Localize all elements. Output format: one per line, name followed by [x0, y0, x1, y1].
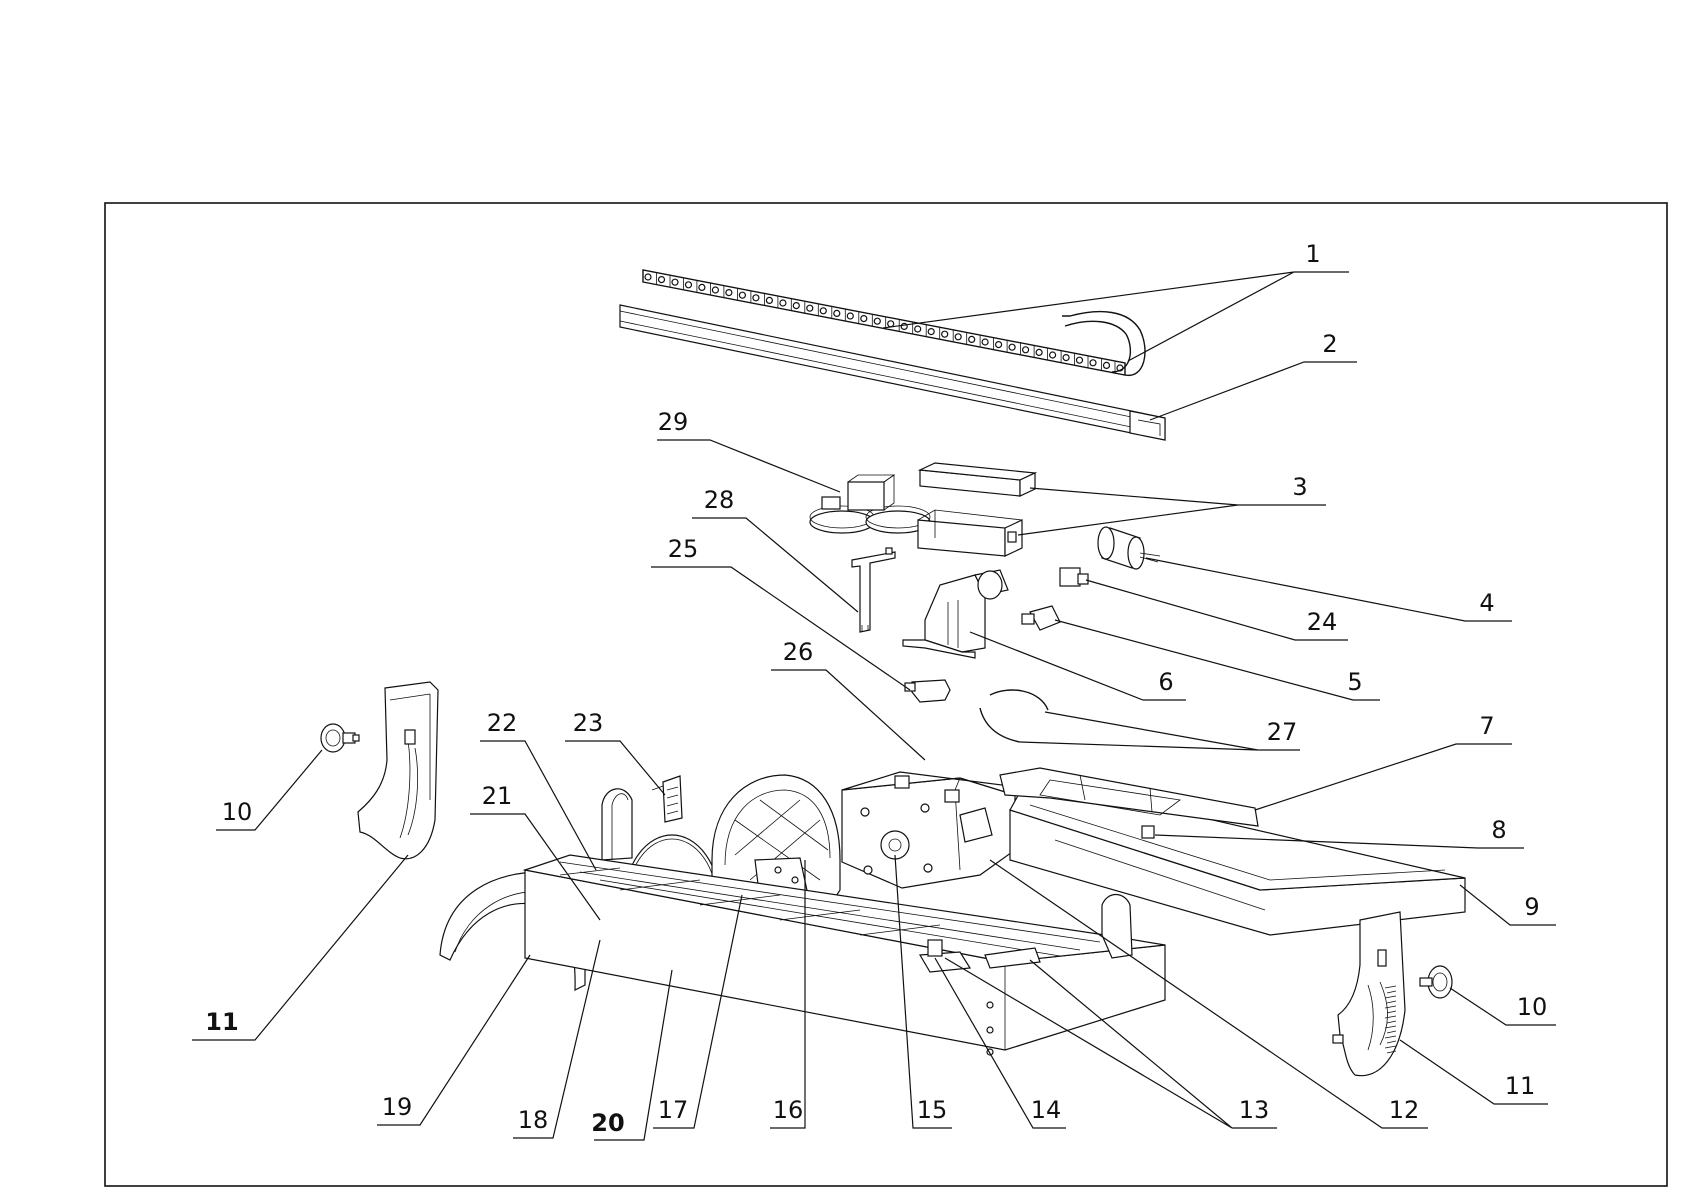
callout-6: 6: [1158, 668, 1173, 696]
part-motor-housing: [842, 772, 1015, 888]
callout-28: 28: [704, 486, 735, 514]
callout-2: 2: [1322, 330, 1337, 358]
callout-7: 7: [1479, 712, 1494, 740]
part-rocker-switch: [1022, 606, 1060, 630]
callout-10-right: 10: [1517, 993, 1548, 1021]
callout-16: 16: [773, 1096, 804, 1124]
callout-22: 22: [487, 709, 518, 737]
callout-10-left: 10: [222, 798, 253, 826]
callout-26: 26: [783, 638, 814, 666]
callout-17: 17: [658, 1096, 689, 1124]
callout-19: 19: [382, 1093, 413, 1121]
part-table-tray: [1000, 768, 1465, 935]
callout-18: 18: [518, 1106, 549, 1134]
part-tilt-bracket-left: [358, 682, 438, 859]
part-coil: [810, 475, 930, 533]
part-cable-chain: [643, 270, 1145, 375]
callout-1: 1: [1305, 240, 1320, 268]
callout-11-right: 11: [1505, 1072, 1536, 1100]
callout-15: 15: [917, 1096, 948, 1124]
callout-27: 27: [1267, 718, 1298, 746]
part-small-guard: [602, 789, 632, 860]
part-motor-bracket: [903, 570, 1008, 658]
part-knob-left: [321, 724, 359, 752]
callout-14: 14: [1031, 1096, 1062, 1124]
callout-20: 20: [591, 1109, 624, 1137]
callout-5: 5: [1347, 668, 1362, 696]
part-capacitor: [1098, 527, 1160, 569]
part-tilt-bracket-right: [1333, 912, 1405, 1076]
callout-11-left: 11: [205, 1008, 238, 1036]
callout-23: 23: [573, 709, 604, 737]
part-cable: [980, 690, 1048, 742]
callout-3: 3: [1292, 473, 1307, 501]
callout-4: 4: [1479, 589, 1494, 617]
part-knob-right: [1420, 966, 1452, 998]
callout-13: 13: [1239, 1096, 1270, 1124]
callout-29: 29: [658, 408, 689, 436]
part-latch: [652, 776, 682, 822]
drawing-frame: [105, 203, 1667, 1186]
callout-21: 21: [482, 782, 513, 810]
callout-25: 25: [668, 535, 699, 563]
callout-8: 8: [1491, 816, 1506, 844]
part-box-lid: [918, 463, 1035, 556]
callout-9: 9: [1524, 893, 1539, 921]
part-base-frame: [525, 855, 1165, 1055]
callout-24: 24: [1307, 608, 1338, 636]
part-small-switch: [1060, 568, 1088, 586]
callout-12: 12: [1389, 1096, 1420, 1124]
part-bracket: [852, 548, 895, 632]
part-clip: [905, 680, 950, 702]
